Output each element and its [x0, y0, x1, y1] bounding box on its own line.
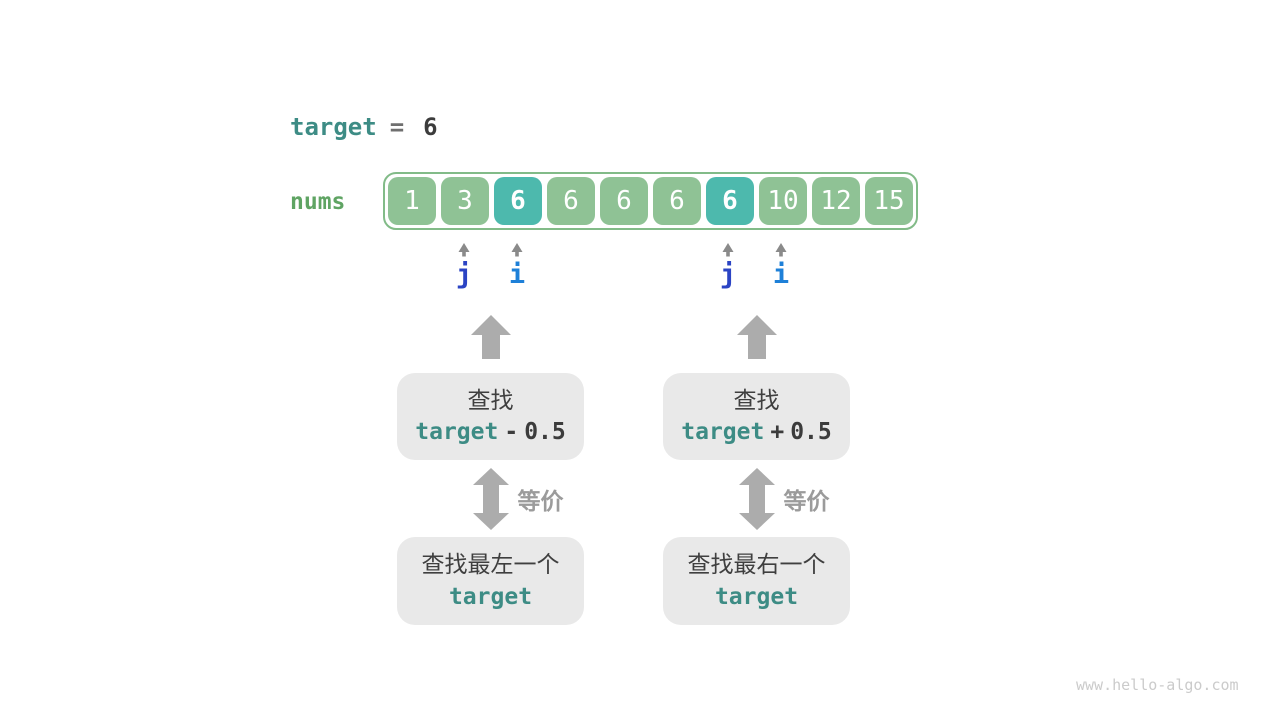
- nums-array: 1 3 6 6 6 6 6 10 12 15: [383, 172, 918, 230]
- pointer-j-right: j: [706, 243, 750, 288]
- code-target: target: [714, 583, 799, 610]
- watermark: www.hello-algo.com: [1076, 676, 1239, 694]
- caret-up-icon: [775, 243, 787, 257]
- search-expression: target - 0.5: [415, 419, 566, 445]
- caret-up-icon: [458, 243, 470, 257]
- array-cell: 1: [388, 177, 436, 225]
- code-operand: 0.5: [524, 419, 566, 445]
- array-cell: 6: [547, 177, 595, 225]
- target-value: 6: [423, 113, 438, 141]
- equals-sign: =: [389, 113, 405, 141]
- search-box-left: 查找 target - 0.5: [397, 373, 584, 460]
- array-cell: 6: [653, 177, 701, 225]
- equivalence-left: 等价: [397, 468, 584, 530]
- double-arrow-icon: [738, 468, 775, 530]
- result-code: target: [714, 583, 799, 610]
- result-text: 查找最左一个: [421, 551, 560, 578]
- pointer-letter-i: i: [772, 259, 790, 290]
- code-target: target: [448, 583, 533, 610]
- array-cell: 6: [494, 177, 542, 225]
- pointer-letter-j: j: [719, 259, 737, 290]
- equivalence-label: 等价: [517, 488, 564, 514]
- array-label: nums: [290, 189, 346, 215]
- code-operator: +: [770, 419, 785, 445]
- equivalence-right: 等价: [663, 468, 850, 530]
- array-cell: 15: [865, 177, 913, 225]
- code-target: target: [415, 419, 499, 445]
- up-arrow-icon: [736, 315, 777, 359]
- array-cell: 6: [706, 177, 754, 225]
- array-cell: 12: [812, 177, 860, 225]
- right-column: 查找 target + 0.5 等价 查找最右一个 target: [663, 315, 850, 625]
- result-code: target: [448, 583, 533, 610]
- result-box-left: 查找最左一个 target: [397, 537, 584, 625]
- pointer-letter-j: j: [455, 259, 473, 290]
- caret-up-icon: [511, 243, 523, 257]
- result-text: 查找最右一个: [687, 551, 826, 578]
- array-cell: 10: [759, 177, 807, 225]
- pointer-i-left: i: [495, 243, 539, 288]
- pointer-letter-i: i: [508, 259, 526, 290]
- search-action-text: 查找: [467, 386, 514, 413]
- code-operator: -: [504, 419, 519, 445]
- search-expression: target + 0.5: [681, 419, 832, 445]
- equivalence-label: 等价: [783, 488, 830, 514]
- left-column: 查找 target - 0.5 等价 查找最左一个 target: [397, 315, 584, 625]
- target-keyword: target: [290, 113, 377, 141]
- code-operand: 0.5: [790, 419, 832, 445]
- caret-up-icon: [722, 243, 734, 257]
- search-box-right: 查找 target + 0.5: [663, 373, 850, 460]
- array-cell: 6: [600, 177, 648, 225]
- double-arrow-icon: [472, 468, 509, 530]
- pointer-j-left: j: [442, 243, 486, 288]
- search-action-text: 查找: [733, 386, 780, 413]
- code-target: target: [681, 419, 765, 445]
- array-cell: 3: [441, 177, 489, 225]
- result-box-right: 查找最右一个 target: [663, 537, 850, 625]
- up-arrow-icon: [470, 315, 511, 359]
- target-assignment: target = 6: [290, 112, 438, 142]
- pointer-i-right: i: [759, 243, 803, 288]
